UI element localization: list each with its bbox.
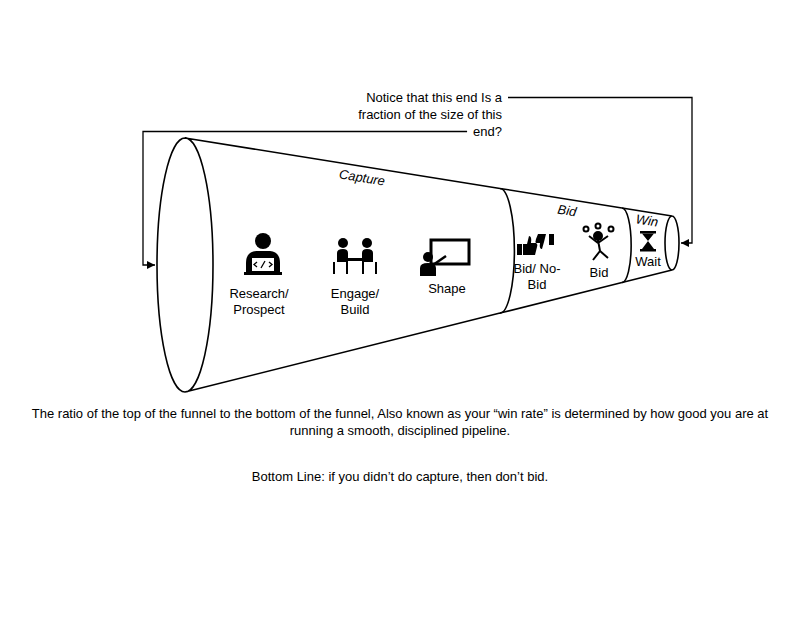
funnel-outline-path [622, 208, 679, 283]
step-label: Research/ Prospect [222, 286, 296, 318]
step-label: Wait [635, 254, 661, 270]
hourglass-icon [640, 231, 656, 252]
step-label: Engage/ Build [326, 286, 384, 318]
footer-note: The ratio of the top of the funnel to th… [20, 405, 780, 439]
footer-note: Bottom Line: if you didn’t do capture, t… [40, 468, 760, 485]
funnel-section: BidBid/ No-BidBid [486, 182, 636, 318]
section-label: Bid [556, 202, 577, 221]
funnel-outline [150, 134, 522, 396]
leader-line [508, 98, 692, 244]
shape-icon [420, 240, 469, 276]
step-label: Bid/ No-Bid [512, 261, 562, 293]
callout-note: Notice that this end Is a fraction of th… [326, 89, 502, 140]
leader-line [143, 132, 467, 266]
section-label: Win [635, 211, 660, 230]
step-label: Bid [590, 265, 609, 281]
thumbs-icon [517, 234, 554, 255]
section-label: Capture [338, 166, 386, 189]
juggler-icon [584, 224, 614, 261]
funnel-outline-path [500, 188, 631, 313]
step-label: Shape [428, 281, 466, 297]
funnel-section: WinWait [610, 204, 688, 284]
funnel-outline-path [157, 138, 514, 392]
research-icon [244, 233, 282, 275]
engage-icon [334, 238, 376, 274]
funnel-section: CaptureResearch/ Prospect Engage/ Build Sh… [150, 134, 522, 396]
